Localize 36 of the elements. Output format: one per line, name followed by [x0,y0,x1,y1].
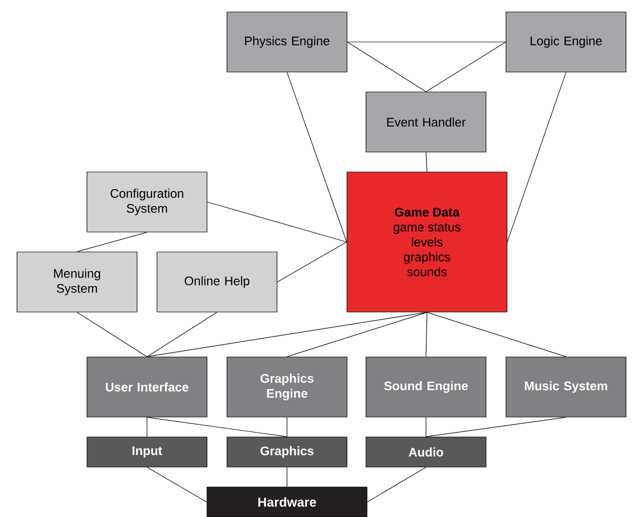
connector-line [426,42,506,92]
output-box: Graphics [226,436,348,468]
output-box: Input [86,436,208,468]
connector-line [347,42,426,92]
connector-line [367,467,426,502]
module-box: Configuration System [86,172,208,232]
connector-line [286,467,288,487]
connector-line [146,312,218,357]
connector-line [146,417,148,437]
connector-line [277,242,347,282]
connector-line [146,467,207,502]
core-box: Game Data game status levels graphics sounds [346,172,508,312]
connector-line [286,72,347,242]
output-box: Audio [366,436,486,468]
connector-line [507,72,566,242]
module-box: Menuing System [16,252,138,312]
connector-line [286,312,428,357]
upper-box: Physics Engine [226,12,348,72]
connector-line [286,417,288,437]
upper-box: Event Handler [366,92,486,152]
connector-line [76,232,148,252]
connector-line [426,152,428,172]
module-box: Graphics Engine [226,356,348,418]
connector-line [426,417,566,437]
connector-line [426,312,428,357]
connector-line [426,312,566,357]
module-box: User Interface [86,356,208,418]
connector-line [76,312,148,357]
connector-line [146,417,288,437]
upper-box: Logic Engine [506,12,626,72]
module-box: Music System [506,356,626,418]
module-box: Sound Engine [366,356,486,418]
hardware-box: Hardware [206,486,368,517]
connector-line [146,312,428,357]
connector-line [207,202,347,242]
module-box: Online Help [156,252,278,312]
